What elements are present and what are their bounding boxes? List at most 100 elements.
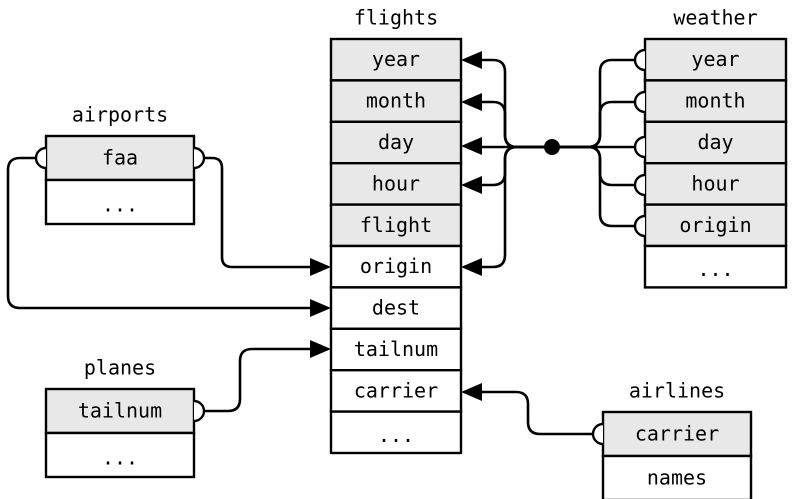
arrowhead-icon xyxy=(461,383,482,401)
edge-weather-origin-to-flights-origin[interactable] xyxy=(461,145,552,276)
table-row-planes-tailnum[interactable]: tailnum xyxy=(44,387,196,435)
column-label: ... xyxy=(378,423,414,447)
table-airports: airports faa... xyxy=(44,103,196,226)
arrowhead-icon xyxy=(310,299,331,317)
one-connector-icon-weather-hour xyxy=(633,173,646,197)
column-cell-box xyxy=(44,178,196,226)
column-label: year xyxy=(691,47,739,71)
table-row-flights-ellipsisellipsisellipsis[interactable]: ... xyxy=(329,410,463,455)
edge-airlines-carrier-to-flights-carrier[interactable] xyxy=(461,383,595,436)
column-label: tailnum xyxy=(354,337,438,361)
column-label: flight xyxy=(360,213,432,237)
table-row-weather-ellipsisellipsisellipsis[interactable]: ... xyxy=(643,244,788,289)
edge-junction-to-weather-hour[interactable] xyxy=(552,145,637,187)
edge-airports-faa-to-flights-dest[interactable] xyxy=(6,156,331,317)
column-cell-box xyxy=(329,369,463,413)
column-cell-box xyxy=(329,37,463,82)
column-label: ... xyxy=(697,257,733,281)
one-connector-icon-weather-day xyxy=(633,135,646,159)
table-row-weather-hour[interactable]: hour xyxy=(643,161,788,206)
edge-junction-to-weather-year[interactable] xyxy=(552,58,637,149)
column-cell-box xyxy=(329,203,463,248)
one-connector-icon-airports-faa-right xyxy=(193,146,206,170)
column-label: tailnum xyxy=(78,399,162,423)
table-row-flights-origin[interactable]: origin xyxy=(329,244,463,289)
table-row-flights-month[interactable]: month xyxy=(329,79,463,124)
column-cell-box xyxy=(329,120,463,165)
edge-junction-to-weather-origin[interactable] xyxy=(552,145,637,228)
column-cell-box xyxy=(329,161,463,206)
edge-junction-to-weather-month[interactable] xyxy=(552,100,637,149)
table-row-weather-origin[interactable]: origin xyxy=(643,203,788,248)
table-row-airlines-carrier[interactable]: carrier xyxy=(601,410,753,458)
table-row-planes-ellipsisellipsisellipsis[interactable]: ... xyxy=(44,431,196,479)
column-label: faa xyxy=(102,146,138,170)
table-row-flights-dest[interactable]: dest xyxy=(329,286,463,330)
arrowhead-icon xyxy=(461,51,482,69)
column-cell-box xyxy=(643,244,788,289)
arrowhead-icon xyxy=(310,258,331,276)
composite-key-junction-dot xyxy=(544,139,560,155)
one-connector-icon-weather-month xyxy=(633,90,646,114)
table-row-weather-year[interactable]: year xyxy=(643,37,788,82)
column-label: origin xyxy=(360,254,432,278)
table-title-flights: flights xyxy=(354,6,438,30)
table-row-airports-faa[interactable]: faa xyxy=(44,134,196,182)
table-row-airports-ellipsisellipsisellipsis[interactable]: ... xyxy=(44,178,196,226)
column-cell-box xyxy=(601,410,753,458)
arrowhead-icon xyxy=(461,137,482,155)
one-connector-icon-airports-faa-left xyxy=(34,146,47,170)
one-connector-icon-weather-year xyxy=(633,48,646,72)
table-row-flights-hour[interactable]: hour xyxy=(329,161,463,206)
relationship-edges xyxy=(6,51,637,436)
tables-layer: airports faa... planes tailnum... flights yea… xyxy=(44,6,788,499)
table-row-weather-month[interactable]: month xyxy=(643,79,788,124)
column-cell-box xyxy=(643,203,788,248)
one-connector-icon-airlines-carrier-left xyxy=(591,422,604,446)
column-cell-box xyxy=(44,387,196,435)
arrowhead-icon xyxy=(461,258,482,276)
column-label: dest xyxy=(372,296,420,320)
table-row-weather-day[interactable]: day xyxy=(643,120,788,165)
one-connector-icon-planes-tailnum-right xyxy=(193,399,206,423)
arrowhead-icon xyxy=(461,93,482,111)
arrowhead-icon xyxy=(310,340,331,358)
table-title-airports: airports xyxy=(72,103,168,127)
edge-planes-tailnum-to-flights-tailnum[interactable] xyxy=(202,340,331,413)
column-cell-box xyxy=(329,244,463,289)
table-title-planes: planes xyxy=(84,356,156,380)
column-cell-box xyxy=(329,410,463,455)
arrowhead-icon xyxy=(461,176,482,194)
column-cell-box xyxy=(329,286,463,330)
column-label: month xyxy=(685,89,745,113)
table-row-flights-year[interactable]: year xyxy=(329,37,463,82)
table-airlines: airlines carrier names xyxy=(601,379,753,499)
one-connector-icon-weather-origin xyxy=(633,214,646,238)
table-planes: planes tailnum... xyxy=(44,356,196,479)
edge-airports-faa-to-flights-origin[interactable] xyxy=(202,156,331,276)
column-label: month xyxy=(366,89,426,113)
column-label: hour xyxy=(372,171,420,195)
column-label: ... xyxy=(102,446,138,470)
column-cell-box xyxy=(643,161,788,206)
column-label: day xyxy=(378,130,414,154)
column-label: day xyxy=(697,130,733,154)
table-row-flights-tailnum[interactable]: tailnum xyxy=(329,327,463,372)
column-cell-box xyxy=(329,327,463,372)
cardinality-one-connectors xyxy=(34,48,646,446)
column-label: carrier xyxy=(354,378,438,402)
edge-weather-month-to-flights-month[interactable] xyxy=(461,93,552,149)
table-row-flights-carrier[interactable]: carrier xyxy=(329,369,463,413)
table-title-airlines: airlines xyxy=(629,379,725,403)
table-row-airlines-names[interactable]: names xyxy=(601,454,753,499)
column-label: origin xyxy=(679,213,751,237)
column-label: carrier xyxy=(635,422,719,446)
table-row-flights-flight[interactable]: flight xyxy=(329,203,463,248)
column-label: ... xyxy=(102,193,138,217)
column-label: names xyxy=(647,466,707,490)
column-cell-box xyxy=(44,431,196,479)
table-row-flights-day[interactable]: day xyxy=(329,120,463,165)
column-cell-box xyxy=(643,37,788,82)
column-cell-box xyxy=(643,79,788,124)
